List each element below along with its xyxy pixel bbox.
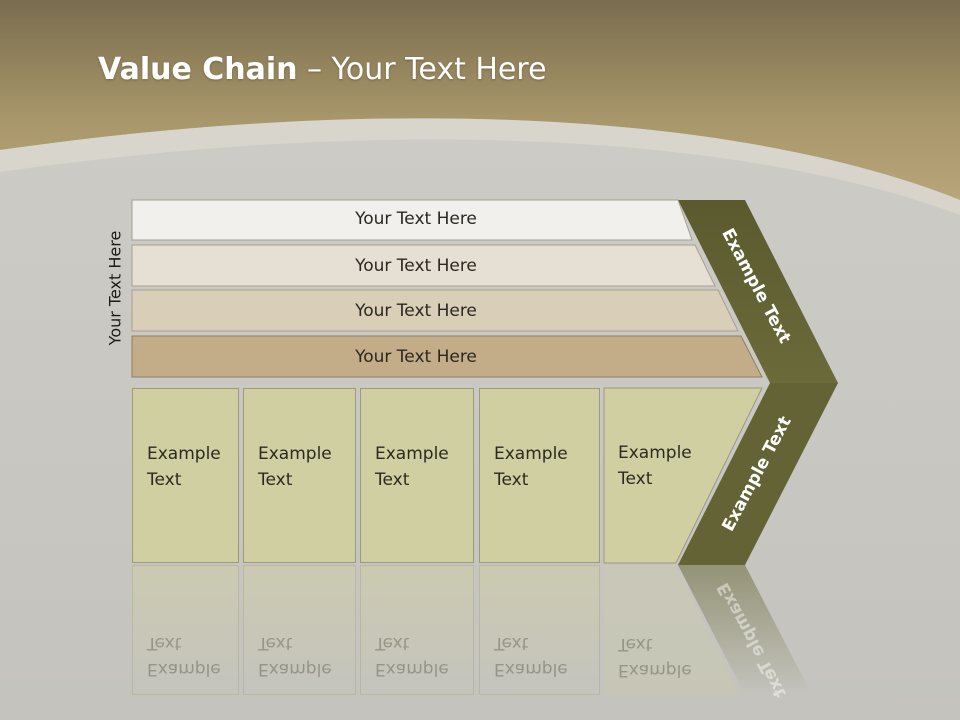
box-1: Example Text [132, 388, 239, 563]
box-3: Example Text [360, 388, 474, 563]
box-2: Example Text [243, 388, 356, 563]
box-4-label: Example Text [494, 444, 568, 490]
box-2-reflection: Example Text [243, 565, 356, 695]
box-1-reflection-label: Example Text [147, 633, 221, 679]
side-label: Your Text Here [105, 230, 125, 346]
bar-2-label: Your Text Here [355, 256, 477, 276]
slide-title: Value Chain – Your Text Here [98, 52, 547, 87]
box-5-shape [603, 387, 763, 564]
bar-4-label: Your Text Here [355, 347, 477, 367]
bar-4 [131, 335, 763, 378]
chevron-reflection [678, 565, 812, 695]
box-5-label: Example Text [618, 443, 692, 489]
chevron-top [678, 200, 838, 383]
header-wave [0, 118, 960, 215]
box-4-reflection: Example Text [479, 565, 600, 695]
box-3-label: Example Text [375, 444, 449, 490]
box-5: Example Text [604, 388, 704, 563]
header-band [0, 0, 960, 200]
box-4-reflection-label: Example Text [494, 633, 568, 679]
bar-1-label: Your Text Here [355, 209, 477, 229]
title-rest: – Your Text Here [297, 52, 547, 87]
box-5-reflection-label: Example Text [618, 634, 692, 680]
box-2-reflection-label: Example Text [258, 633, 332, 679]
title-bold: Value Chain [98, 52, 298, 87]
box-1-label: Example Text [147, 444, 221, 490]
bar-1 [131, 199, 693, 241]
box-3-reflection-label: Example Text [375, 633, 449, 679]
box-5-reflection-shape [604, 565, 740, 695]
box-3-reflection: Example Text [360, 565, 474, 695]
box-5-reflection: Example Text [604, 565, 704, 695]
bar-3 [131, 289, 739, 332]
bar-3-label: Your Text Here [355, 301, 477, 321]
box-1-reflection: Example Text [132, 565, 239, 695]
bar-2 [131, 244, 716, 287]
chevron-bottom [678, 383, 838, 565]
box-4: Example Text [479, 388, 600, 563]
box-2-label: Example Text [258, 444, 332, 490]
